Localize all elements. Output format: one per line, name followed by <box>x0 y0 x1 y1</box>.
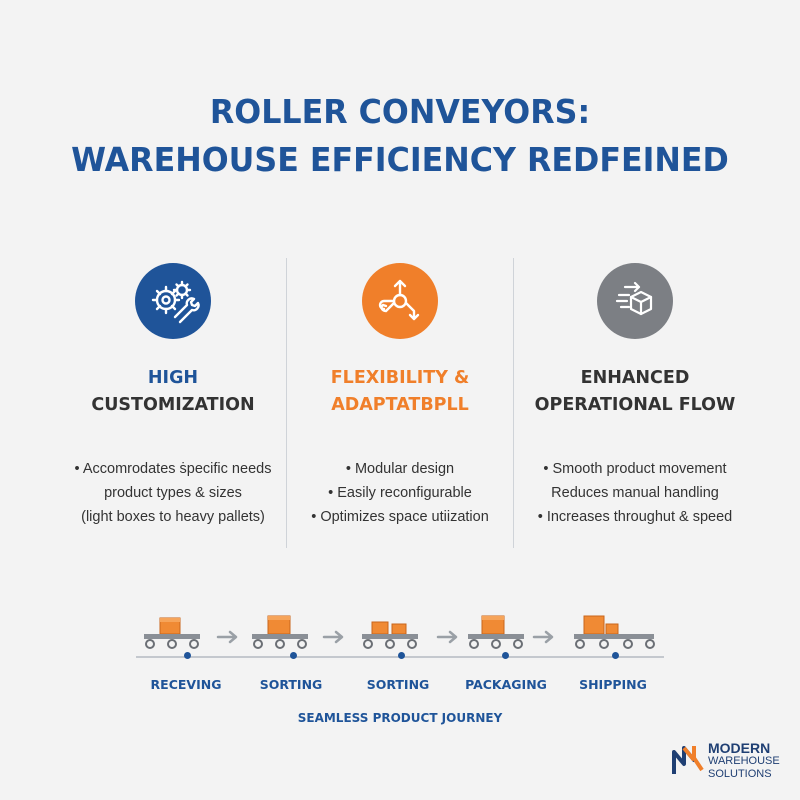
stage-label: RECEVING <box>150 677 222 692</box>
feature-heading: CUSTOMIZATION <box>91 395 255 415</box>
feature-bullets: • Modular design • Easily reconfigurable… <box>287 457 513 529</box>
product-flow <box>0 612 800 672</box>
flow-dot <box>184 652 191 659</box>
company-logo: MODERN WAREHOUSE SOLUTIONS <box>672 740 792 786</box>
feature-customization: HIGH CUSTOMIZATION • Accomrodates ṡpecif… <box>60 263 286 529</box>
feature-flexibility: FLEXIBILITY & ADAPTATBPLL • Modular desi… <box>287 263 513 529</box>
feature-heading: HIGH <box>147 368 199 388</box>
feature-heading: ADAPTATBPLL <box>331 395 469 415</box>
flexibility-arrows-icon <box>362 263 438 339</box>
moving-box-icon <box>597 263 673 339</box>
arrow-right-icon <box>216 628 242 651</box>
conveyor-box-icon <box>246 612 324 668</box>
bullet-item: • Smooth product movement <box>543 461 727 477</box>
flow-dot <box>398 652 405 659</box>
bullet-item: product types & sizes <box>104 485 242 501</box>
feature-bullets: • Accomrodates ṡpecific needs product ty… <box>60 457 286 529</box>
title-line-1: ROLLER CONVEYORS: <box>209 92 591 131</box>
arrow-right-icon <box>322 628 348 651</box>
stage-label: PACKAGING <box>465 677 547 692</box>
bullet-item: • Optimizes space utiization <box>311 509 489 525</box>
stage-label: SORTING <box>366 677 430 692</box>
arrow-right-icon <box>532 628 558 651</box>
stage-label: SHIPPING <box>579 677 647 692</box>
flow-dot <box>290 652 297 659</box>
flow-dot <box>502 652 509 659</box>
bullet-item: Reduces manual handling <box>551 485 719 501</box>
page-title: ROLLER CONVEYORS: WAREHOUSE EFFICIENCY R… <box>16 88 784 184</box>
bullet-item: (light boxes to heavy pallets) <box>81 509 265 525</box>
conveyor-box-icon <box>138 612 216 668</box>
flow-dot <box>612 652 619 659</box>
bullet-item: • Accomrodates ṡpecific needs <box>74 461 272 477</box>
bullet-item: • Increases throughut & speed <box>537 509 733 525</box>
bullet-item: • Modular design <box>345 461 455 477</box>
conveyor-box-icon <box>356 612 434 668</box>
feature-bullets: • Smooth product movement Reduces manual… <box>522 457 748 529</box>
conveyor-box-icon <box>570 612 655 668</box>
feature-operational-flow: ENHANCED OPERATIONAL FLOW • Smooth produ… <box>522 263 748 529</box>
title-line-2: WAREHOUSE EFFICIENCY REDFEINED <box>71 140 729 179</box>
feature-heading: FLEXIBILITY & <box>330 368 470 388</box>
logo-mark-icon <box>672 746 704 774</box>
feature-heading: OPERATIONAL FLOW <box>534 395 736 415</box>
logo-sub: SOLUTIONS <box>708 768 772 780</box>
conveyor-box-icon <box>462 612 540 668</box>
gear-wrench-icon <box>135 263 211 339</box>
logo-name: MODERN <box>708 740 771 756</box>
bullet-item: • Easily reconfigurable <box>328 485 472 501</box>
flow-caption: SEAMLESS PRODUCT JOURNEY <box>297 711 503 725</box>
stage-label: SORTING <box>259 677 323 692</box>
column-divider <box>513 258 514 548</box>
column-divider <box>286 258 287 548</box>
feature-heading: ENHANCED <box>580 368 690 388</box>
logo-sub: WAREHOUSE <box>708 755 780 767</box>
arrow-right-icon <box>436 628 462 651</box>
